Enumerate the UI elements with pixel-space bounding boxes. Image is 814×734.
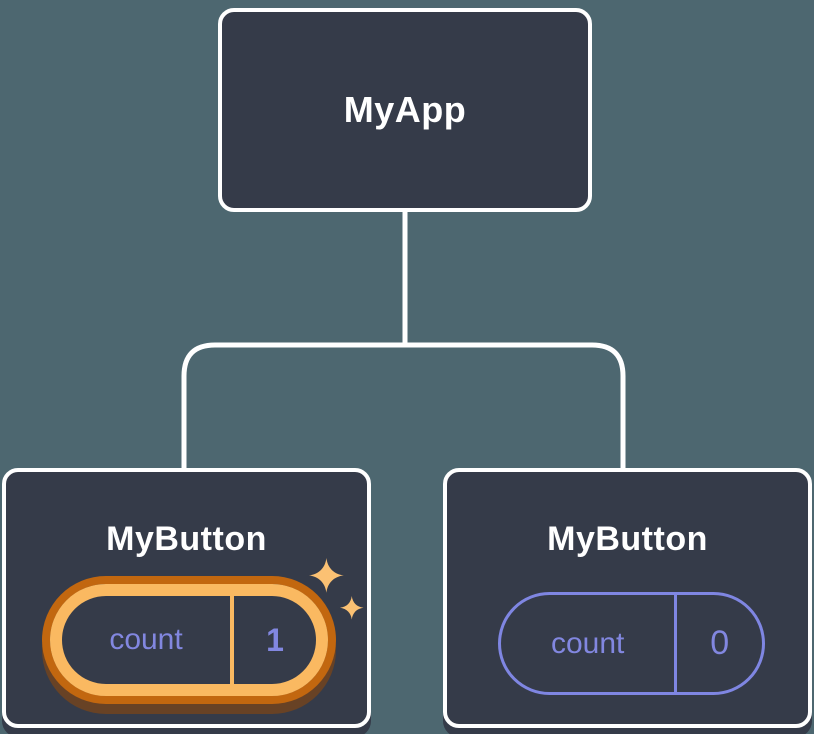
node-mybutton-right: MyButton count 0 [443, 468, 812, 728]
state-value: 1 [266, 621, 284, 658]
state-pill-divider [674, 595, 678, 692]
node-mybutton-left: MyButton count 1 [2, 468, 371, 728]
state-name-label: count [551, 626, 625, 660]
state-value: 0 [710, 624, 730, 662]
state-pill-highlighted: count 1 [50, 584, 328, 696]
state-name-label: count [109, 623, 183, 656]
sparkle-large [309, 558, 344, 593]
node-myapp: MyApp [218, 8, 592, 212]
node-mybutton-right-label: MyButton [547, 520, 708, 558]
sparkles-icon [309, 558, 364, 620]
node-myapp-label: MyApp [343, 89, 467, 130]
connector-branch [181, 342, 626, 470]
node-mybutton-left-label: MyButton [106, 520, 267, 558]
state-pill-default: count 0 [498, 592, 765, 695]
sparkle-small [340, 596, 364, 620]
state-pill-divider [230, 596, 235, 684]
